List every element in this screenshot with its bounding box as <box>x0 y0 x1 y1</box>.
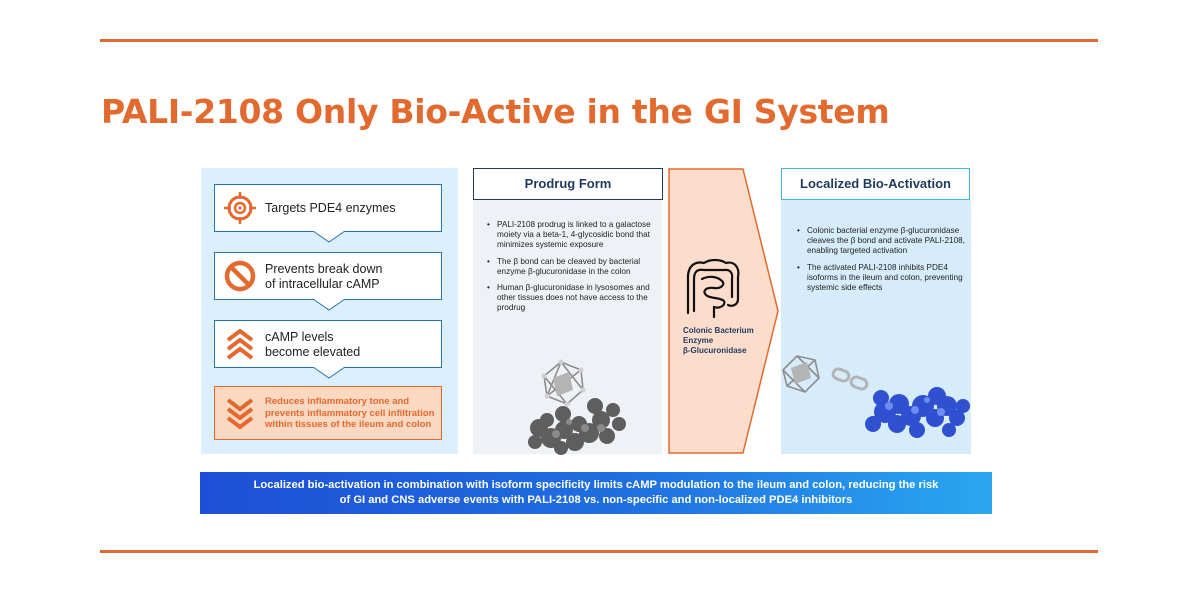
list-item: The activated PALI-2108 inhibits PDE4 is… <box>797 263 975 294</box>
intestine-icon <box>686 258 740 319</box>
mechanism-panel: Targets PDE4 enzymes Prevents break down… <box>201 168 458 454</box>
prodrug-panel: PALI-2108 prodrug is linked to a galacto… <box>473 200 662 455</box>
target-icon <box>224 192 256 224</box>
step-targets: Targets PDE4 enzymes <box>214 184 442 232</box>
chevron-down-icon <box>312 367 346 379</box>
chevrons-up-icon <box>226 328 254 360</box>
list-item: The β bond can be cleaved by bacterial e… <box>487 257 662 277</box>
bottom-divider <box>100 550 1098 553</box>
prodrug-bullets: PALI-2108 prodrug is linked to a galacto… <box>485 220 662 320</box>
prodrug-heading: Prodrug Form <box>473 168 663 200</box>
activation-heading: Localized Bio-Activation <box>781 168 970 200</box>
prohibited-icon <box>224 260 256 292</box>
page-title: PALI-2108 Only Bio-Active in the GI Syst… <box>101 92 890 131</box>
summary-banner-text: Localized bio-activation in combination … <box>253 479 939 506</box>
step-targets-label: Targets PDE4 enzymes <box>265 201 396 215</box>
activation-panel: Colonic bacterial enzyme β-glucuronidase… <box>781 200 971 454</box>
prodrug-molecule-illustration <box>528 359 626 455</box>
top-divider <box>100 39 1098 42</box>
activation-bullets: Colonic bacterial enzyme β-glucuronidase… <box>795 226 975 299</box>
list-item: Human β-glucuronidase in lysosomes and o… <box>487 283 662 314</box>
chevron-down-icon <box>312 299 346 311</box>
chevrons-down-icon <box>226 398 254 430</box>
chevron-down-icon <box>312 231 346 243</box>
summary-banner: Localized bio-activation in combination … <box>200 472 992 514</box>
transition-arrow <box>668 168 779 454</box>
list-item: Colonic bacterial enzyme β-glucuronidase… <box>797 226 975 257</box>
list-item: PALI-2108 prodrug is linked to a galacto… <box>487 220 662 251</box>
activated-molecule-illustration <box>782 355 970 438</box>
